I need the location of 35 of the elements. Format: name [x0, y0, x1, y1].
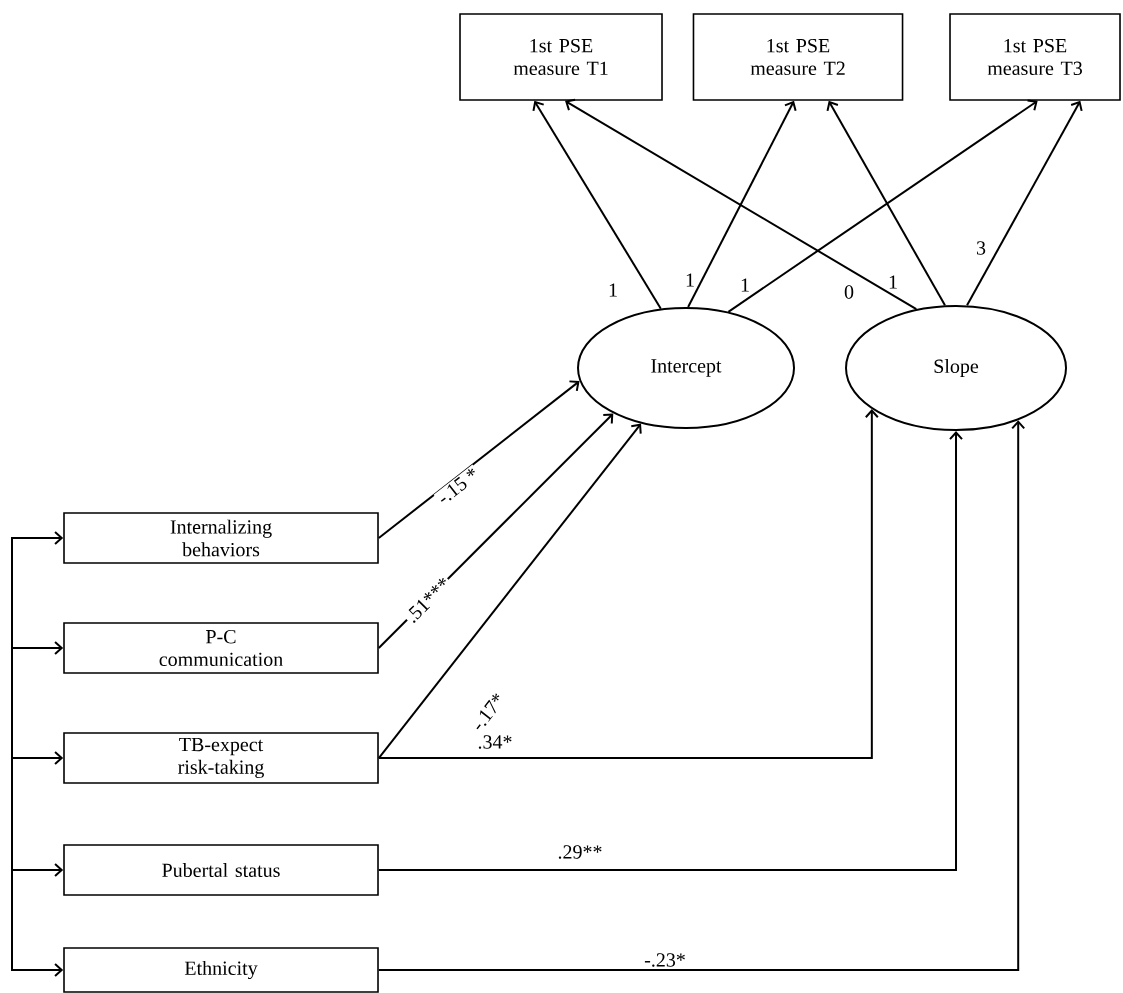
arrow — [377, 380, 580, 539]
arrow — [377, 420, 1026, 971]
edge-label: .29** — [556, 843, 604, 861]
predictor-box: Internalizing behaviors — [63, 512, 379, 564]
arrow — [826, 100, 946, 307]
predictor-box: Pubertal status — [63, 844, 379, 896]
arrow — [377, 431, 963, 871]
arrow — [966, 100, 1083, 307]
predictor-box: P-C communication — [63, 622, 379, 674]
edge-label: 1 — [738, 277, 752, 293]
arrow — [565, 98, 918, 311]
predictor-box: Ethnicity — [63, 947, 379, 993]
edge-label: -.15 * — [433, 464, 483, 508]
arrow — [11, 963, 64, 977]
edge-label: .34* — [476, 733, 514, 751]
indicator-box: 1st PSE measure T2 — [692, 13, 904, 101]
arrow — [377, 423, 642, 759]
arrow — [532, 100, 662, 310]
bracket-line — [11, 536, 13, 972]
indicator-box: 1st PSE measure T3 — [949, 13, 1121, 101]
arrow — [11, 751, 64, 765]
arrow — [727, 99, 1038, 313]
edge-label: 1 — [886, 274, 900, 290]
arrow — [687, 100, 797, 308]
arrow — [377, 409, 879, 759]
predictor-box: TB-expect risk-taking — [63, 732, 379, 784]
arrow — [11, 531, 64, 545]
arrow — [11, 863, 64, 877]
arrow — [11, 641, 64, 655]
edge-label: 1 — [606, 282, 620, 298]
edge-label: 1 — [683, 272, 697, 288]
edge-label: 3 — [974, 239, 988, 257]
edge-label: -.23* — [642, 951, 688, 969]
edge-label: 0 — [842, 283, 856, 301]
indicator-box: 1st PSE measure T1 — [459, 13, 663, 101]
